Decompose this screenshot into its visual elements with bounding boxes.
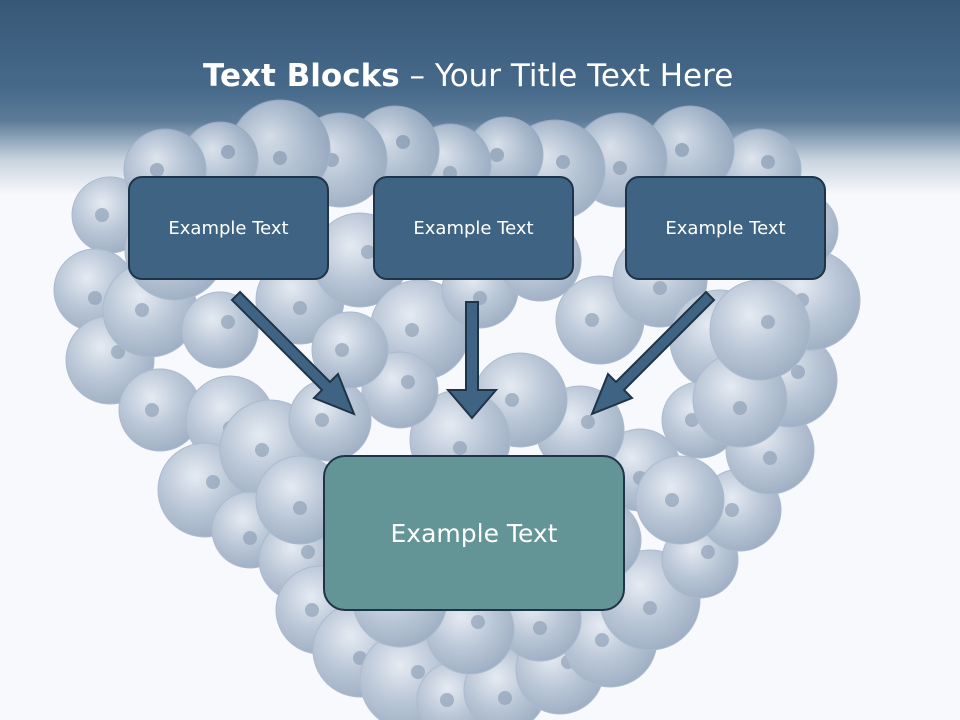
blueberry-crown (88, 291, 102, 305)
text-block-2-label: Example Text (413, 217, 534, 239)
blueberry-crown (305, 603, 319, 617)
arrow-right (590, 290, 716, 416)
blueberry (181, 291, 259, 369)
main-text-block[interactable]: Example Text (323, 455, 625, 611)
blueberry-crown (243, 531, 257, 545)
arrow-left (230, 290, 356, 416)
blueberry-crown (315, 413, 329, 427)
blueberry-crown (221, 145, 235, 159)
blueberry-crown (761, 315, 775, 329)
blueberry-crown (135, 303, 149, 317)
blueberry-crown (791, 365, 805, 379)
blueberry (635, 455, 725, 545)
text-block-1-label: Example Text (168, 217, 289, 239)
blueberry-crown (761, 155, 775, 169)
blueberry-crown (665, 493, 679, 507)
blueberry-crown (733, 401, 747, 415)
title-dash: – (399, 58, 435, 94)
blueberry-crown (396, 135, 410, 149)
blueberry-crown (701, 545, 715, 559)
blueberry-crown (145, 403, 159, 417)
text-block-1[interactable]: Example Text (128, 176, 329, 280)
text-block-2[interactable]: Example Text (373, 176, 574, 280)
blueberry-crown (293, 301, 307, 315)
main-text-block-label: Example Text (390, 518, 558, 548)
blueberry-crown (643, 601, 657, 615)
blueberry-crown (490, 148, 504, 162)
blueberry-crown (411, 665, 425, 679)
blueberry-crown (581, 415, 595, 429)
blueberry-crown (533, 621, 547, 635)
blueberry-crown (585, 313, 599, 327)
blueberry-crown (301, 545, 315, 559)
text-block-3-label: Example Text (665, 217, 786, 239)
blueberry-crown (361, 245, 375, 259)
blueberry-crown (401, 375, 415, 389)
blueberry (311, 311, 389, 389)
blueberry-crown (595, 633, 609, 647)
blueberry-crown (498, 691, 512, 705)
title-bold: Text Blocks (203, 58, 400, 94)
blueberry-crown (763, 451, 777, 465)
blueberry-crown (221, 315, 235, 329)
blueberry-crown (95, 208, 109, 222)
blueberry-crown (206, 475, 220, 489)
blueberry-crown (255, 443, 269, 457)
blueberry-crown (613, 161, 627, 175)
blueberry-crown (150, 163, 164, 177)
blueberry-crown (725, 503, 739, 517)
blueberry-crown (293, 501, 307, 515)
blueberry-crown (471, 615, 485, 629)
blueberry (709, 279, 811, 381)
blueberry-crown (556, 155, 570, 169)
blueberry-crown (111, 345, 125, 359)
blueberry-crown (675, 143, 689, 157)
blueberry-crown (453, 441, 467, 455)
blueberry-crown (440, 693, 454, 707)
slide-title: Text Blocks – Your Title Text Here (203, 52, 903, 102)
blueberry-crown (335, 343, 349, 357)
arrow-center (445, 301, 499, 420)
blueberry-crown (505, 393, 519, 407)
blueberry-crown (273, 151, 287, 165)
blueberry-crown (405, 323, 419, 337)
blueberry-crown (653, 281, 667, 295)
title-rest: Your Title Text Here (434, 58, 734, 94)
text-block-3[interactable]: Example Text (625, 176, 826, 280)
